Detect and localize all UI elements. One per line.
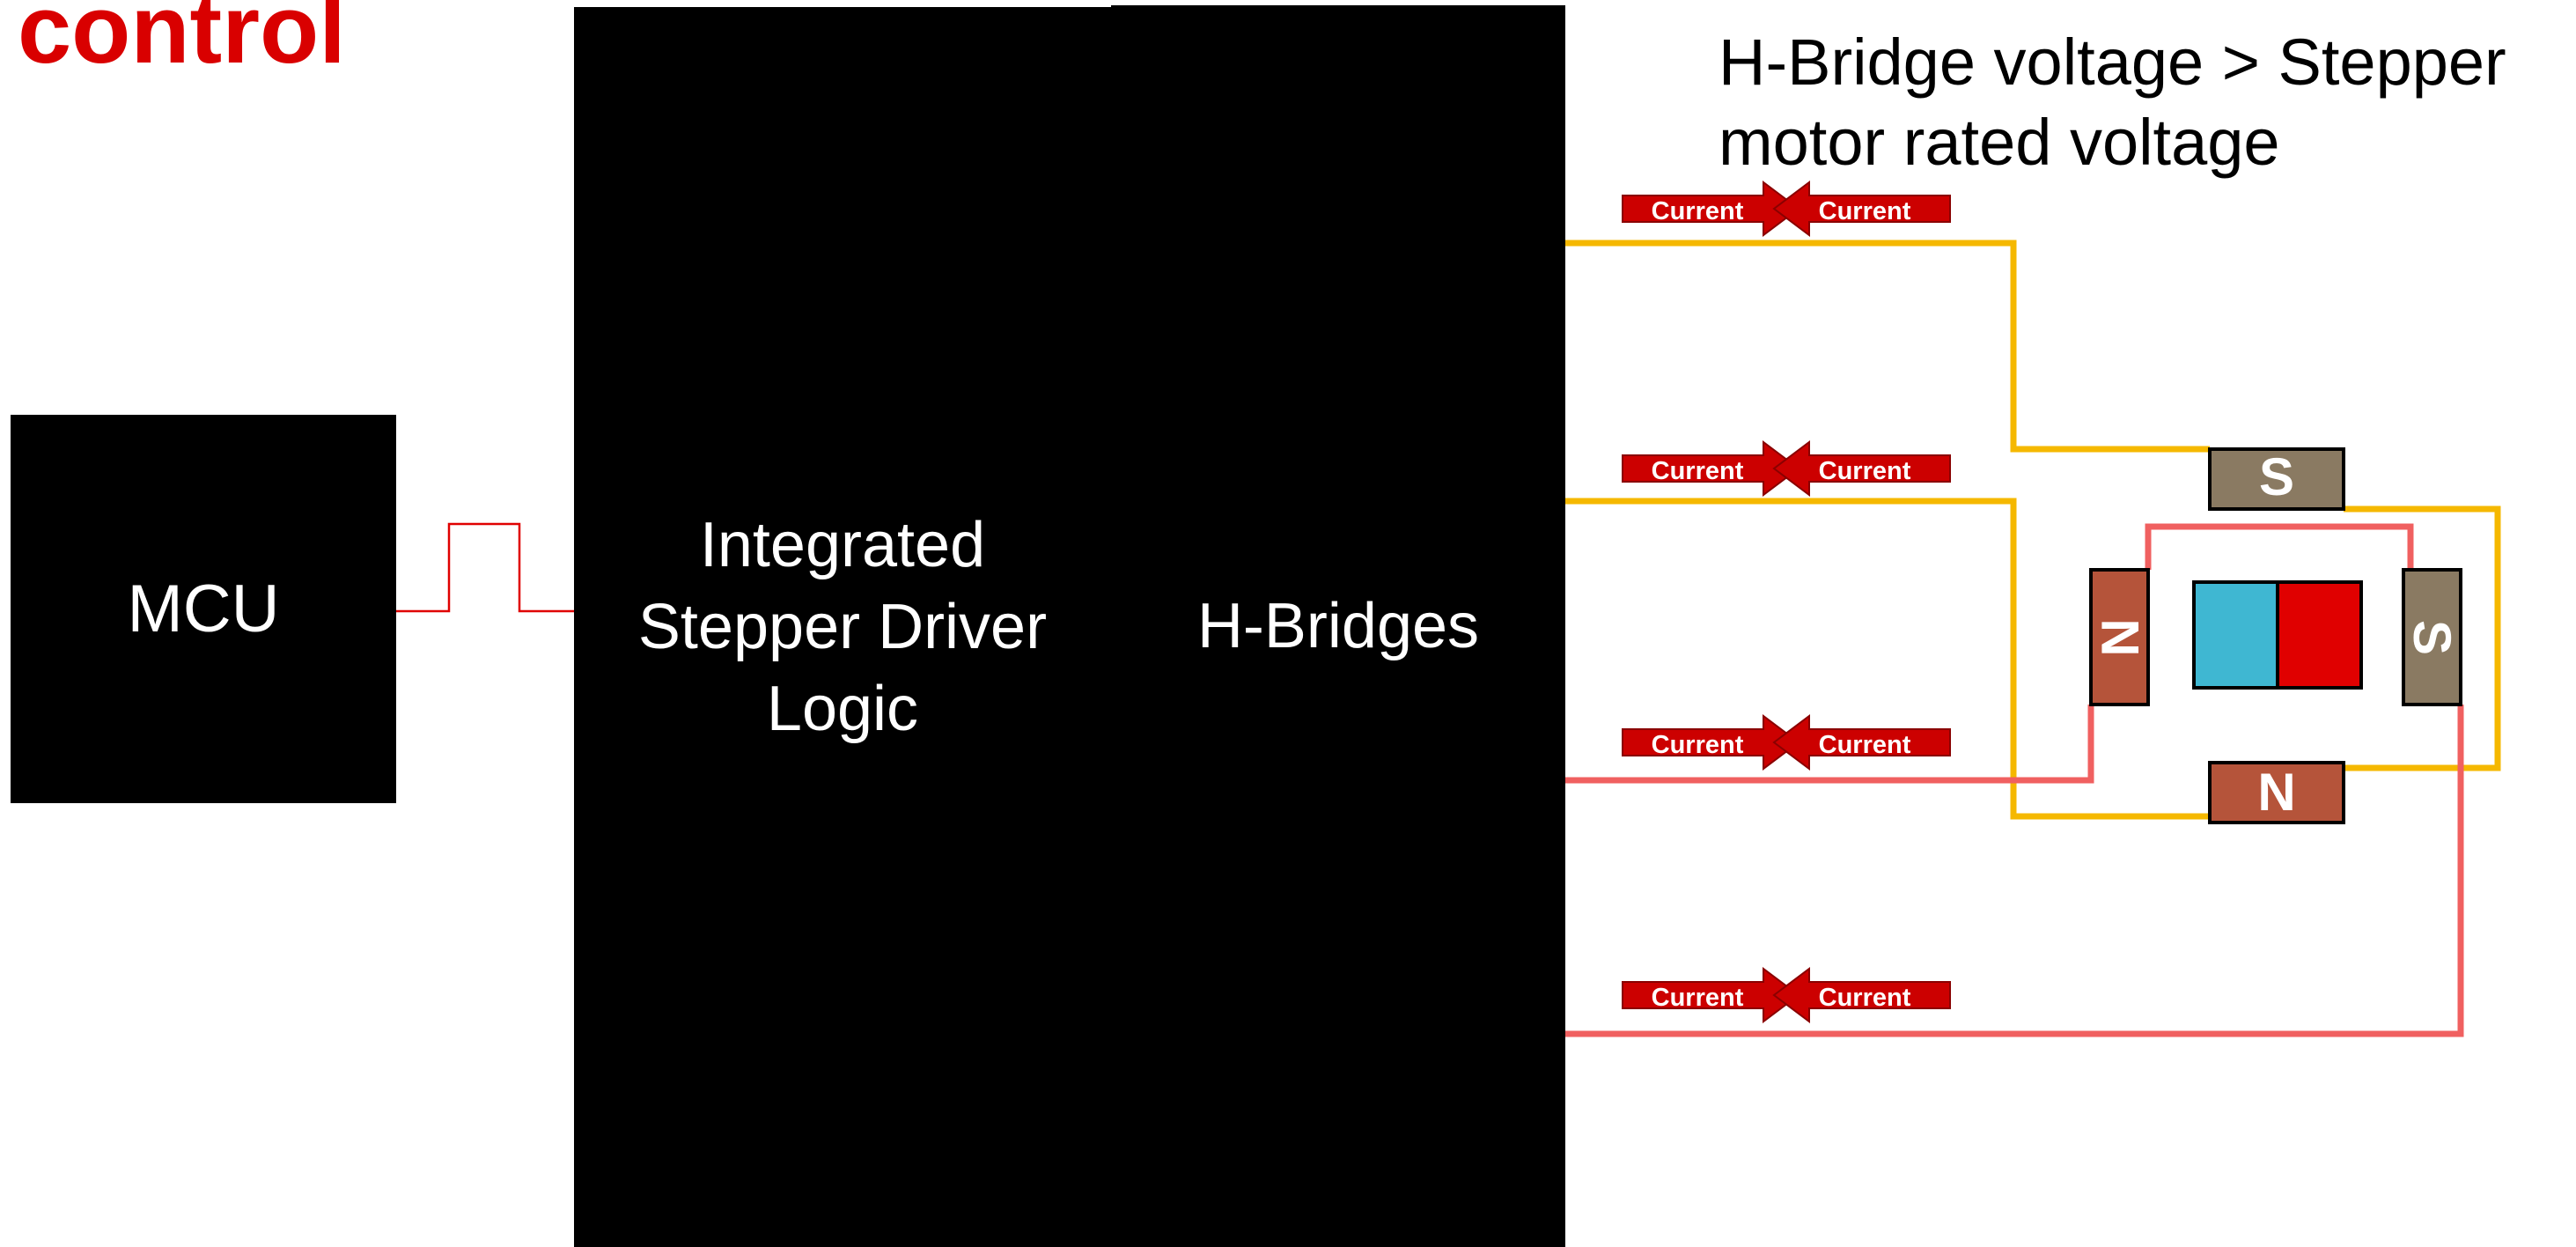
rotor-magnet-north-half (2276, 580, 2363, 690)
stator-pole-bottom-label: N (2257, 763, 2295, 822)
coil-b-wire-2 (1565, 705, 2464, 1037)
current-arrow-right-label: Current (1819, 197, 1911, 225)
stator-pole-right (2402, 568, 2462, 706)
coil-a-wire-2 (1565, 498, 2210, 820)
driver-logic-line-3: Logic (766, 673, 919, 744)
coil-a-wire-1 (1565, 240, 2210, 453)
stator-pole-left (2089, 568, 2150, 706)
coil-b-wire-1 (1565, 705, 2094, 784)
current-arrow-pair-3: Current Current (1622, 715, 1951, 770)
step-signal-wire (396, 522, 574, 613)
current-arrow-pair-2: Current Current (1622, 441, 1951, 496)
voltage-note: H-Bridge voltage > Stepper motor rated v… (1719, 22, 2572, 182)
voltage-note-line-1: H-Bridge voltage > Stepper (1719, 26, 2506, 99)
stepper-driver-logic-block: Integrated Stepper Driver Logic (574, 7, 1111, 1247)
stator-pole-right-label: S (2403, 620, 2462, 655)
current-arrow-left-label: Current (1652, 984, 1744, 1012)
mcu-label: MCU (127, 572, 280, 646)
coil-b-winding (2145, 523, 2414, 570)
voltage-note-line-2: motor rated voltage (1719, 106, 2280, 179)
current-arrow-pair-1: Current Current (1622, 181, 1951, 236)
h-bridges-label: H-Bridges (1196, 591, 1480, 661)
current-arrow-pair-4: Current Current (1622, 968, 1951, 1022)
stator-pole-top (2208, 447, 2345, 511)
driver-logic-label: Integrated Stepper Driver Logic (638, 505, 1047, 750)
h-bridges-block: H-Bridges (1111, 5, 1565, 1247)
current-arrow-left-label: Current (1652, 457, 1744, 485)
rotor-magnet-south-half (2192, 580, 2279, 690)
stator-pole-top-label: S (2259, 447, 2294, 506)
stator-pole-left-label: N (2091, 618, 2150, 656)
stator-pole-bottom (2208, 761, 2345, 824)
slide-title-fragment: control (18, 0, 346, 84)
driver-logic-line-2: Stepper Driver (637, 591, 1048, 662)
current-arrow-left-label: Current (1652, 197, 1744, 225)
coil-a-winding (2344, 505, 2501, 771)
current-arrow-right-label: Current (1819, 457, 1911, 485)
current-arrow-left-label: Current (1652, 731, 1744, 759)
current-arrow-right-label: Current (1819, 984, 1911, 1012)
driver-logic-line-1: Integrated (699, 509, 986, 580)
mcu-block: MCU (11, 415, 396, 803)
current-arrow-right-label: Current (1819, 731, 1911, 759)
